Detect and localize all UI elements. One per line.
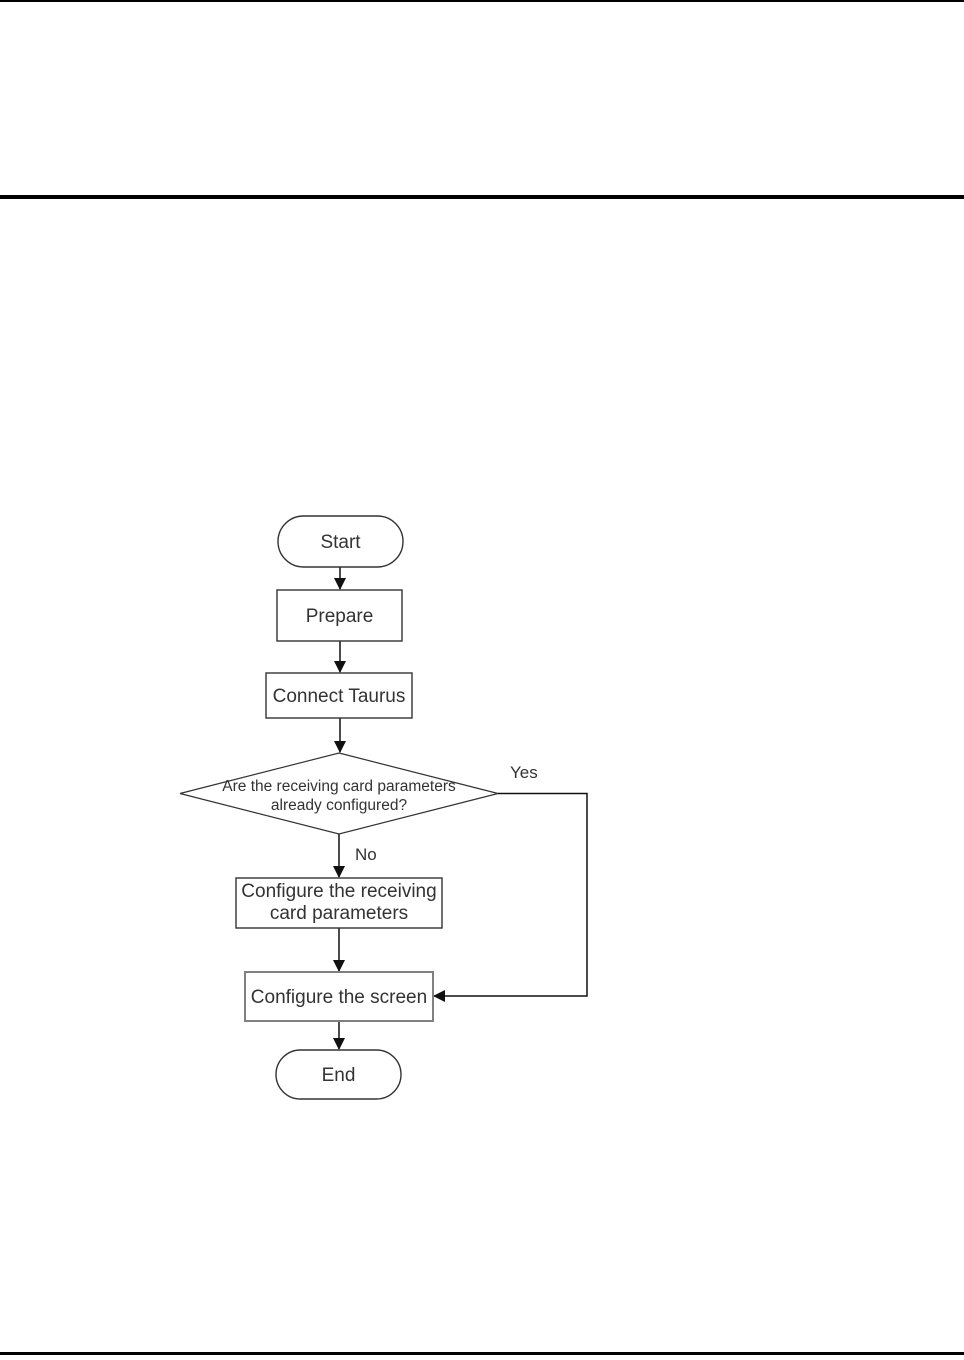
- node-end-shape: [275, 1049, 402, 1100]
- node-configure-screen-shape: [244, 971, 434, 1022]
- node-end-label: End: [322, 1065, 356, 1086]
- flowchart-connectors: [333, 567, 588, 1050]
- node-configure-receiving-label-line2: card parameters: [270, 903, 408, 924]
- node-configure-receiving-shape: [235, 877, 443, 929]
- node-configure-screen-label: Configure the screen: [251, 987, 427, 1008]
- node-decision-shape: [179, 752, 499, 835]
- node-start-label: Start: [320, 532, 361, 553]
- node-start-shape: [277, 515, 404, 568]
- branch-yes-label: Yes: [510, 763, 538, 782]
- node-configure-receiving-label-line1: Configure the receiving: [241, 881, 436, 902]
- footer-separator-line: [0, 1352, 964, 1355]
- header-separator-line: [0, 195, 964, 199]
- node-decision-label-line1: Are the receiving card parameters: [222, 778, 456, 795]
- page-top-border: [0, 0, 964, 2]
- node-prepare-shape: [276, 589, 403, 642]
- node-connect-taurus-shape: [265, 672, 413, 719]
- node-prepare-label: Prepare: [306, 606, 374, 627]
- flowchart-nodes: [179, 515, 499, 1100]
- edge-decision-yes-to-configure-screen: [433, 792, 588, 1002]
- node-connect-taurus-label: Connect Taurus: [273, 686, 406, 707]
- branch-no-label: No: [355, 845, 377, 864]
- node-decision-label-line2: already configured?: [271, 797, 408, 814]
- flowchart-labels: Start Prepare Connect Taurus Are the rec…: [222, 532, 537, 1086]
